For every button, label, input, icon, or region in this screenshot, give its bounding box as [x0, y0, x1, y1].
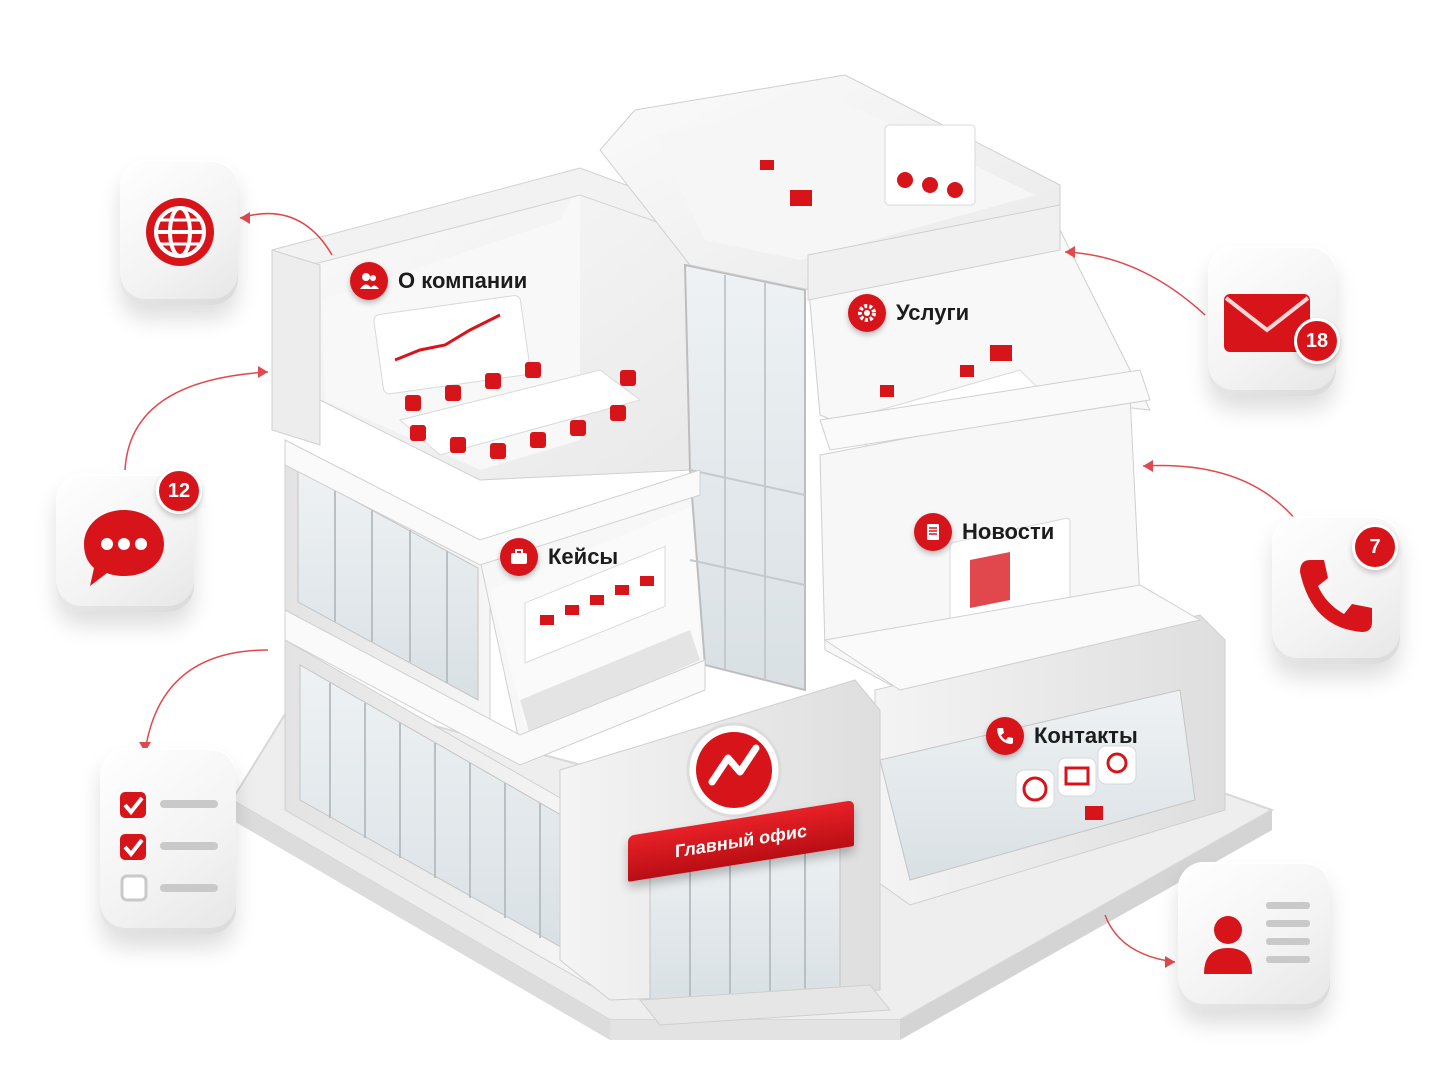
briefcase-icon: [500, 538, 538, 576]
phone-handset-icon: [1300, 560, 1372, 632]
main-office-label: Главный офис: [675, 820, 807, 861]
contact-card-icon: [1204, 902, 1310, 974]
room-label-cases[interactable]: Кейсы: [500, 538, 618, 576]
chat-count-badge: 12: [156, 468, 202, 514]
room-label-text: Новости: [962, 519, 1055, 544]
gear-icon: [848, 294, 886, 332]
room-label-about[interactable]: О компании: [350, 262, 527, 300]
chat-bubble-icon: [84, 510, 164, 586]
web-tile[interactable]: [120, 160, 238, 305]
mail-tile[interactable]: 18: [1208, 246, 1340, 396]
elevator-shaft: [683, 263, 806, 692]
team-icon: [350, 262, 388, 300]
phone-icon: [986, 717, 1024, 755]
globe-icon: [146, 198, 214, 266]
room-label-news[interactable]: Новости: [914, 513, 1054, 551]
tasks-tile[interactable]: [100, 748, 236, 934]
envelope-icon: [1224, 294, 1310, 352]
phone-count-badge: 7: [1352, 524, 1398, 570]
phone-tile[interactable]: 7: [1272, 516, 1400, 664]
mail-count-badge: 18: [1294, 318, 1340, 364]
room-label-services[interactable]: Услуги: [848, 294, 969, 332]
profile-tile[interactable]: [1178, 862, 1330, 1010]
chat-tile[interactable]: 12: [56, 468, 202, 612]
news-icon: [914, 513, 952, 551]
room-label-contacts[interactable]: Контакты: [986, 717, 1138, 755]
room-label-text: Услуги: [896, 300, 970, 325]
room-label-text: Кейсы: [548, 544, 619, 569]
checklist-icon: [120, 792, 218, 902]
room-label-text: Контакты: [1034, 723, 1138, 748]
room-label-text: О компании: [398, 268, 528, 293]
